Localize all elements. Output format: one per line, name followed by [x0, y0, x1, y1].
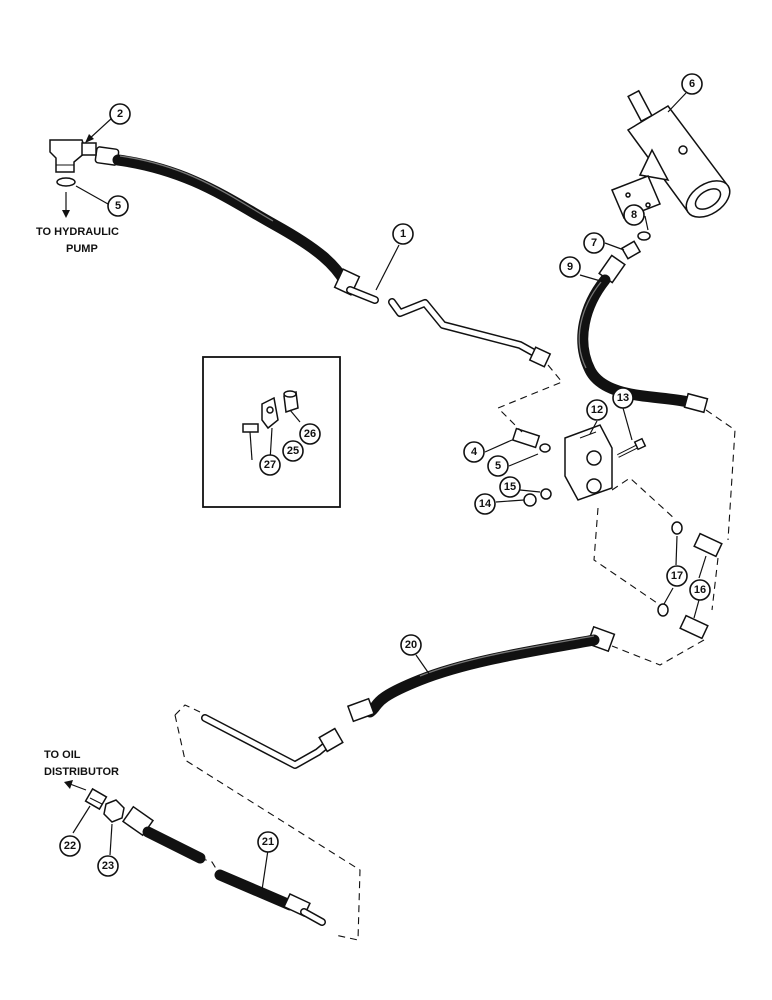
bolt-13: [617, 437, 647, 458]
callout-number: 2: [117, 108, 123, 120]
callout-17: 17: [666, 565, 688, 587]
callout-number: 12: [591, 404, 603, 416]
fitting-16-lower: [679, 614, 709, 640]
o-ring-17-lower: [657, 603, 669, 617]
callout-13: 13: [612, 387, 634, 409]
callout-number: 4: [471, 446, 478, 458]
callout-number: 16: [694, 584, 706, 596]
fitting-16-upper: [693, 532, 723, 558]
callout-26: 26: [299, 423, 321, 445]
callout-number: 17: [671, 570, 683, 582]
hose-20: [346, 625, 616, 723]
steering-valve-6: [611, 89, 731, 219]
callout-6: 6: [681, 73, 703, 95]
to-oil-distributor-arrow: [64, 780, 87, 791]
callout-20: 20: [400, 634, 422, 656]
washer-15: [540, 488, 552, 500]
to-hydraulic-pump-label: TO HYDRAULIC: [36, 226, 119, 238]
callout-number: 15: [504, 481, 516, 493]
callout-number: 23: [102, 860, 114, 872]
steel-tube-lower: [201, 714, 344, 769]
flow-divider-valve-12: [564, 424, 613, 501]
o-ring-17-upper: [671, 521, 683, 535]
callout-12: 12: [586, 399, 608, 421]
callout-number: 5: [495, 460, 501, 472]
fitting-7: [620, 240, 642, 260]
hose-assembly-1: [94, 146, 552, 368]
callout-5-valve: 5: [487, 455, 509, 477]
callout-number: 26: [304, 428, 316, 440]
callout-4: 4: [463, 441, 485, 463]
to-oil-distributor-label: TO OIL: [44, 749, 81, 761]
callout-number: 20: [405, 639, 417, 651]
callout-8: 8: [623, 204, 645, 226]
callout-number: 8: [631, 209, 637, 221]
callout-21: 21: [257, 831, 279, 853]
callout-number: 27: [264, 459, 276, 471]
callout-number: 13: [617, 392, 629, 404]
callout-number: 14: [479, 498, 492, 510]
callout-27: 27: [259, 454, 281, 476]
fitting-4: [511, 427, 541, 449]
callout-16: 16: [689, 579, 711, 601]
callout-15: 15: [499, 476, 521, 498]
callout-number: 1: [400, 228, 406, 240]
hose-21: [121, 805, 326, 926]
to-hydraulic-pump-arrow: [62, 192, 70, 218]
nut-23: [103, 799, 125, 823]
callout-7: 7: [583, 232, 605, 254]
elbow-fitting-2: [49, 139, 97, 173]
callout-number: 5: [115, 200, 121, 212]
callout-14: 14: [474, 493, 496, 515]
callout-2: 2: [109, 103, 131, 125]
callout-number: 25: [287, 445, 299, 457]
callout-23: 23: [97, 855, 119, 877]
o-ring-5-pump: [56, 177, 76, 187]
callout-5-pump: 5: [107, 195, 129, 217]
o-ring-8: [637, 231, 651, 241]
callout-9: 9: [559, 256, 581, 278]
dashed-connection-lines: [174, 364, 736, 941]
to-hydraulic-pump-label-line2: PUMP: [66, 243, 98, 255]
callout-number: 6: [689, 78, 695, 90]
adapter-22: [84, 787, 108, 811]
callout-number: 22: [64, 840, 76, 852]
callout-number: 21: [262, 836, 274, 848]
o-ring-5-valve: [539, 443, 551, 453]
hose-9: [577, 254, 709, 414]
callout-25: 25: [282, 440, 304, 462]
to-oil-distributor-label-line2: DISTRIBUTOR: [44, 766, 119, 778]
callout-number: 7: [591, 237, 597, 249]
nut-14: [523, 493, 537, 507]
callout-22: 22: [59, 835, 81, 857]
callout-1: 1: [392, 223, 414, 245]
callout-number: 9: [567, 261, 573, 273]
leader-lines: [72, 92, 707, 891]
